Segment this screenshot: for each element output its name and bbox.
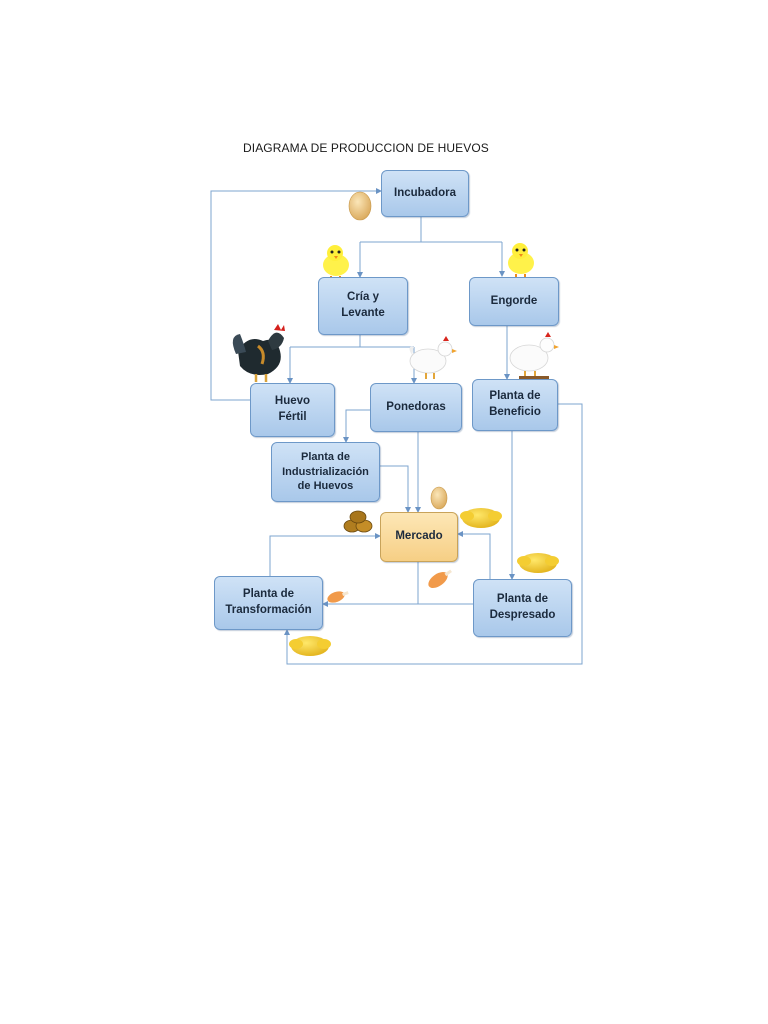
node-huevo-fertil: Huevo Fértil	[250, 383, 335, 437]
roast-chicken-icon	[460, 508, 502, 528]
node-planta-despresado: Planta de Despresado	[473, 579, 572, 637]
chicken-leg-icon	[327, 591, 349, 603]
rooster-icon	[232, 324, 285, 382]
chick-icon	[323, 245, 349, 280]
chick-icon	[508, 243, 534, 278]
node-planta-industrializacion: Planta de Industrialización de Huevos	[271, 442, 380, 502]
edge-beneficio-transformacion	[284, 403, 583, 665]
roast-chicken-icon	[289, 636, 331, 656]
hen-icon	[409, 336, 457, 379]
nuggets-icon	[343, 510, 373, 533]
egg-icon	[430, 486, 448, 510]
edge-ponedoras-ind	[343, 409, 370, 443]
roast-chicken-icon	[517, 553, 559, 573]
edge-huevo-incubadora	[210, 188, 382, 401]
node-ponedoras: Ponedoras	[370, 383, 462, 432]
node-planta-transformacion: Planta de Transformación	[214, 576, 323, 630]
node-engorde: Engorde	[469, 277, 559, 326]
node-cria-y-levante: Cría y Levante	[318, 277, 408, 335]
node-mercado: Mercado	[380, 512, 458, 562]
node-planta-beneficio: Planta de Beneficio	[472, 379, 558, 431]
hen-icon	[509, 332, 559, 380]
node-incubadora: Incubadora	[381, 170, 469, 217]
diagram-title: DIAGRAMA DE PRODUCCION DE HUEVOS	[243, 141, 489, 155]
edge-ind-mercado	[380, 465, 411, 513]
edge-despresado-mercado	[457, 531, 491, 579]
egg-icon	[348, 191, 372, 221]
chicken-leg-icon	[428, 569, 452, 588]
edge-transformacion-mercado	[269, 533, 381, 576]
connector-lines	[210, 188, 583, 665]
